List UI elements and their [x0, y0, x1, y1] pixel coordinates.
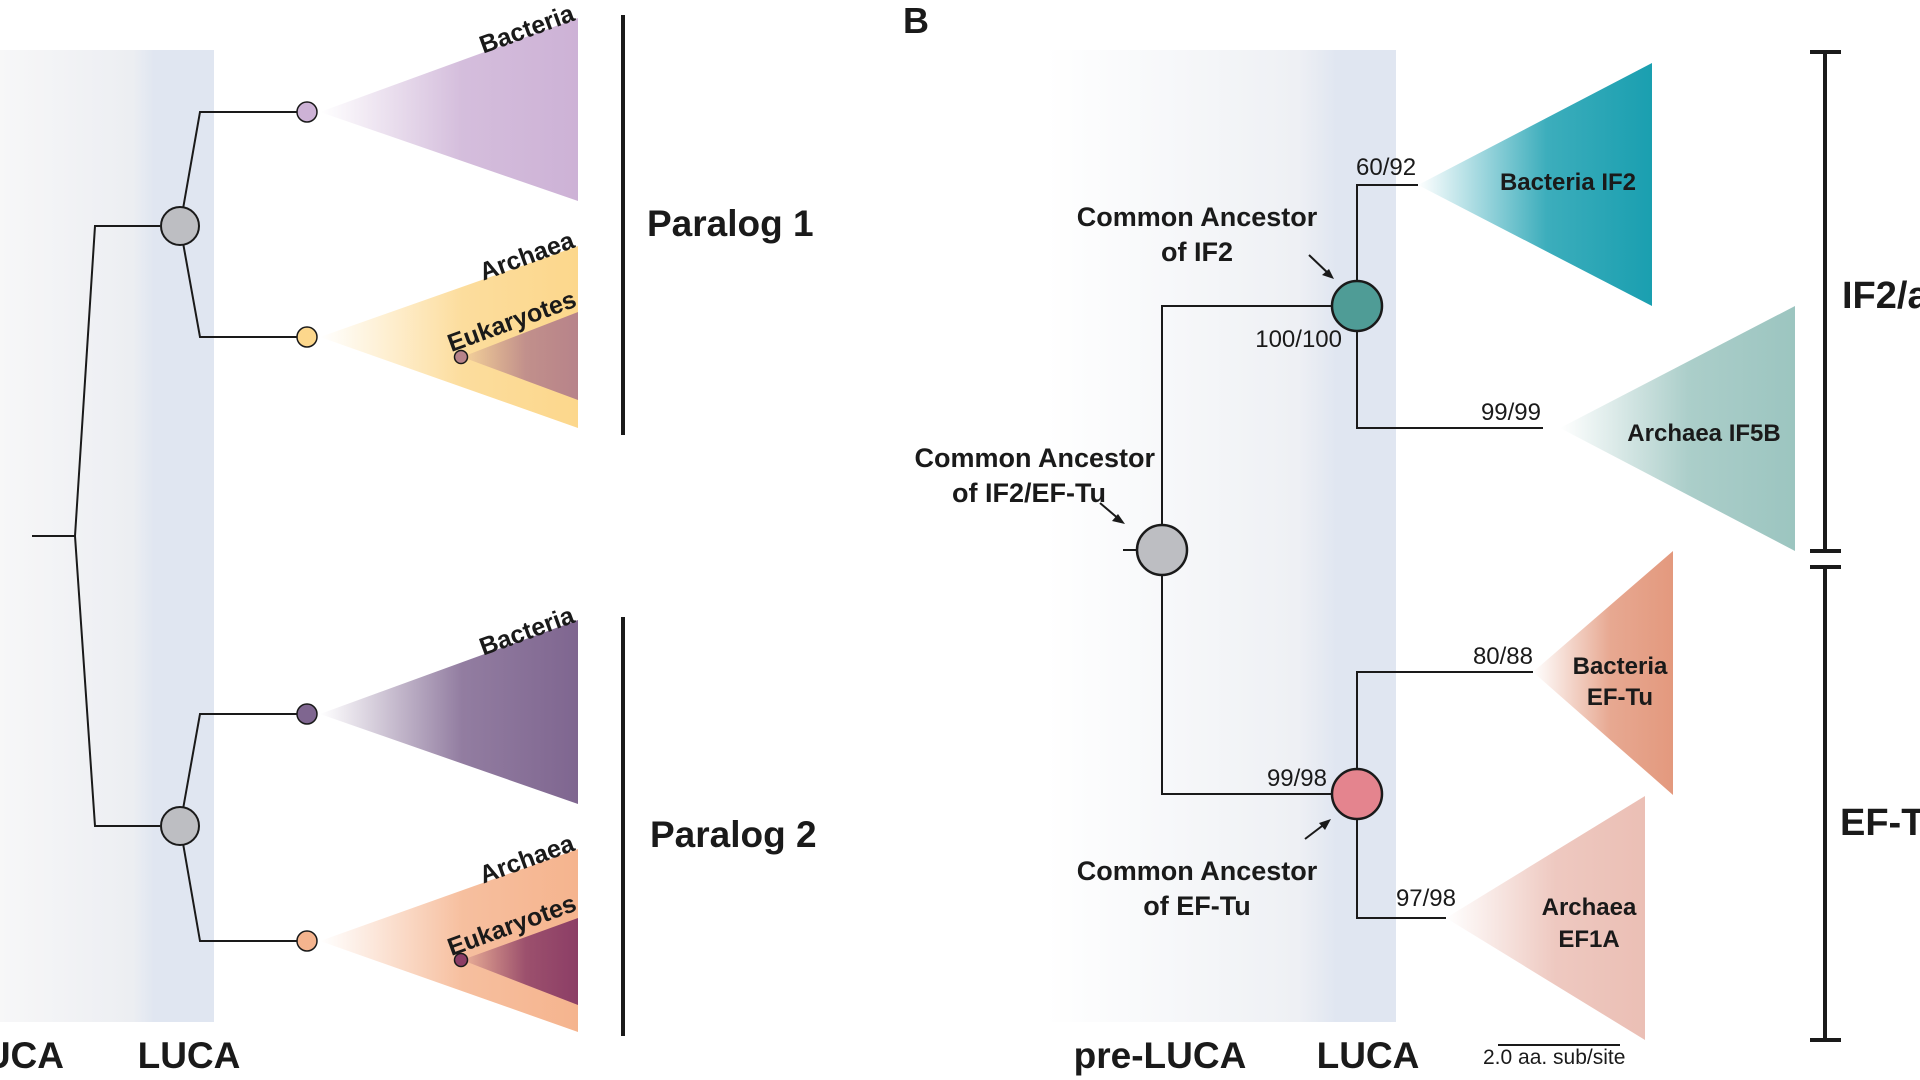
panel-letter-b: B [903, 0, 929, 41]
paralog1-eukaryotes-clade[interactable] [462, 312, 578, 400]
bacteria-eftu-label: Bacteria [1573, 653, 1668, 680]
group-label-if2: IF2/a [1842, 275, 1920, 317]
paralog2-label: Paralog 2 [650, 814, 817, 855]
archaea-if5b-label: Archaea IF5B [1627, 420, 1780, 447]
support-if2-node: 100/100 [1255, 326, 1342, 353]
bacteria-if2-clade[interactable] [1418, 63, 1652, 306]
tree-branches [32, 111, 307, 942]
paralog1-eukaryotes-node[interactable] [453, 349, 469, 365]
paralog2-ancestor-node[interactable] [160, 806, 200, 846]
paralog1-ancestor-node[interactable] [160, 206, 200, 246]
paralog1-bacteria-node[interactable] [296, 101, 318, 123]
bacteria-eftu-label-line2: EF-Tu [1587, 684, 1653, 711]
paralog1-label: Paralog 1 [647, 203, 814, 244]
arrow-icon-root [1099, 502, 1125, 524]
bacteria-if2-label: Bacteria IF2 [1500, 169, 1636, 196]
panel-a: BacteriaArchaeaEukaryotesBacteriaArchaea… [0, 0, 817, 1076]
paralog2-eukaryotes-node[interactable] [453, 952, 469, 968]
paralog2-bacteria-node[interactable] [296, 703, 318, 725]
luca-axis-label-a: LUCA [138, 1035, 241, 1076]
ca-root-label-line1: Common Ancestor [914, 443, 1155, 473]
group-bracket-if2 [1810, 50, 1841, 553]
paralog2-archaea-node[interactable] [296, 930, 318, 952]
support-bacteria-if2: 60/92 [1356, 154, 1416, 181]
scale-bar-label: 2.0 aa. sub/site [1483, 1046, 1625, 1069]
root-ancestor-node[interactable] [1135, 523, 1189, 577]
luca-axis-label-b: LUCA [1317, 1035, 1420, 1076]
paralog1-archaea-node[interactable] [296, 326, 318, 348]
group-bracket-eftu [1810, 565, 1841, 1042]
support-bacteria-eftu: 80/88 [1473, 643, 1533, 670]
tree-branches-b [1123, 184, 1543, 919]
paralog2-eukaryotes-clade[interactable] [462, 918, 578, 1005]
paralog1-archaea-clade[interactable] [320, 246, 578, 428]
ca-root-label-line2: of IF2/EF-Tu [952, 478, 1106, 508]
arrow-icon-eftu [1304, 819, 1331, 840]
support-archaea-ef1a: 97/98 [1396, 885, 1456, 912]
ca-if2-label-line2: of IF2 [1161, 237, 1233, 267]
eftu-ancestor-node[interactable] [1330, 767, 1384, 821]
support-archaea-if5b: 99/99 [1481, 399, 1541, 426]
luca-band-b [1046, 50, 1396, 1022]
archaea-ef1a-label-line2: EF1A [1558, 926, 1619, 953]
bacteria-eftu-clade[interactable] [1533, 551, 1673, 795]
ca-if2-label-line1: Common Ancestor [1077, 202, 1318, 232]
clades-a: BacteriaArchaeaEukaryotesBacteriaArchaea… [296, 0, 580, 1032]
paralog2-archaea-clade[interactable] [320, 849, 578, 1032]
if2-ancestor-node[interactable] [1330, 279, 1384, 333]
arrow-icon-if2 [1308, 254, 1334, 279]
paralog2-bacteria-clade[interactable] [320, 620, 578, 804]
ca-eftu-label-line2: of EF-Tu [1143, 891, 1250, 921]
pre-luca-axis-label-b: pre-LUCA [1074, 1035, 1247, 1076]
archaea-ef1a-clade[interactable] [1446, 796, 1645, 1040]
archaea-if5b-clade[interactable] [1560, 306, 1795, 551]
paralog1-bacteria-clade[interactable] [320, 18, 578, 201]
group-label-eftu: EF-T [1840, 802, 1920, 844]
pre-luca-axis-label-a: pre-LUCA [0, 1035, 64, 1076]
support-eftu-node: 99/98 [1267, 765, 1327, 792]
archaea-ef1a-label: Archaea [1542, 894, 1637, 921]
ca-eftu-label-line1: Common Ancestor [1077, 856, 1318, 886]
